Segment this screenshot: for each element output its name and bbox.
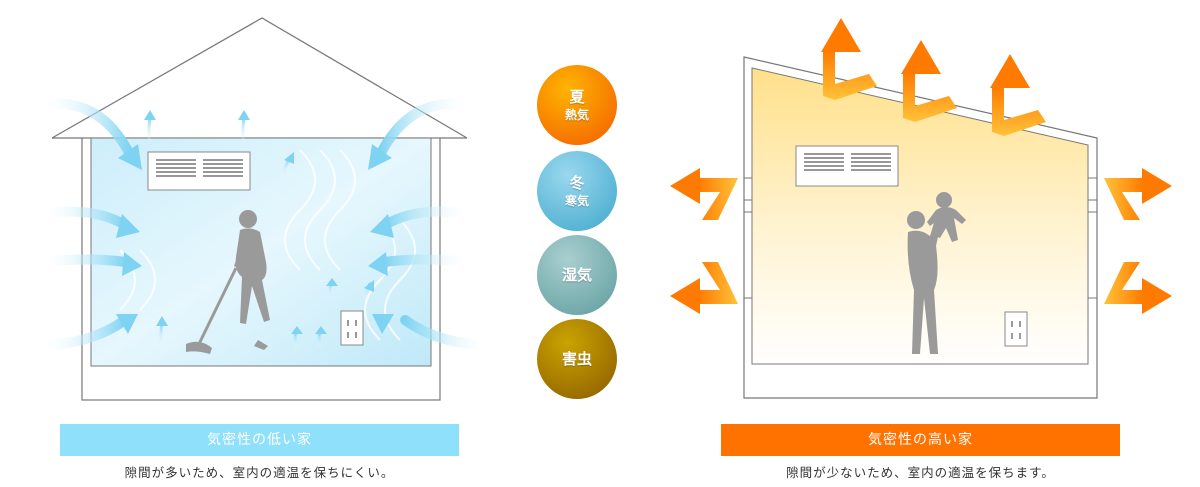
heat-exhaust-arrows-left [670,168,738,314]
badge-summer-heat: 夏 熱気 [537,65,617,145]
badge-pests: 害虫 [537,319,617,399]
person-vacuuming-icon [186,210,270,354]
badge-line1: 湿気 [561,266,592,284]
low-airtight-title: 気密性の低い家 [60,424,459,456]
high-airtight-description: 隙間が少ないため、室内の適温を保ちます。 [786,465,1055,480]
high-airtight-title: 気密性の高い家 [721,424,1120,456]
low-airtight-house [35,17,495,401]
badge-winter-cold: 冬 寒気 [537,151,617,231]
badge-humidity: 湿気 [537,235,617,315]
badge-line1: 害虫 [561,350,592,368]
heat-exhaust-arrows-right [1104,168,1172,314]
wall-outlet-icon [340,310,364,346]
air-leak-small-arrows [144,110,374,352]
badge-line2: 熱気 [564,108,589,122]
air-conditioner-icon [147,151,251,191]
parent-lifting-child-icon [907,192,966,354]
air-conditioner-icon [795,145,899,187]
high-airtight-house [670,18,1172,399]
badge-line1: 冬 [569,174,585,192]
badge-line2: 寒気 [564,194,589,208]
cold-air-inflow-arrows-right [368,98,495,350]
heat-exhaust-arrows-top [821,18,1046,136]
low-airtight-description: 隙間が多いため、室内の適温を保ちにくい。 [124,465,395,480]
wall-outlet-icon [1004,311,1028,347]
badge-line1: 夏 [569,88,585,106]
cold-air-inflow-arrows-left [35,98,142,350]
low-house-roof [51,17,468,139]
